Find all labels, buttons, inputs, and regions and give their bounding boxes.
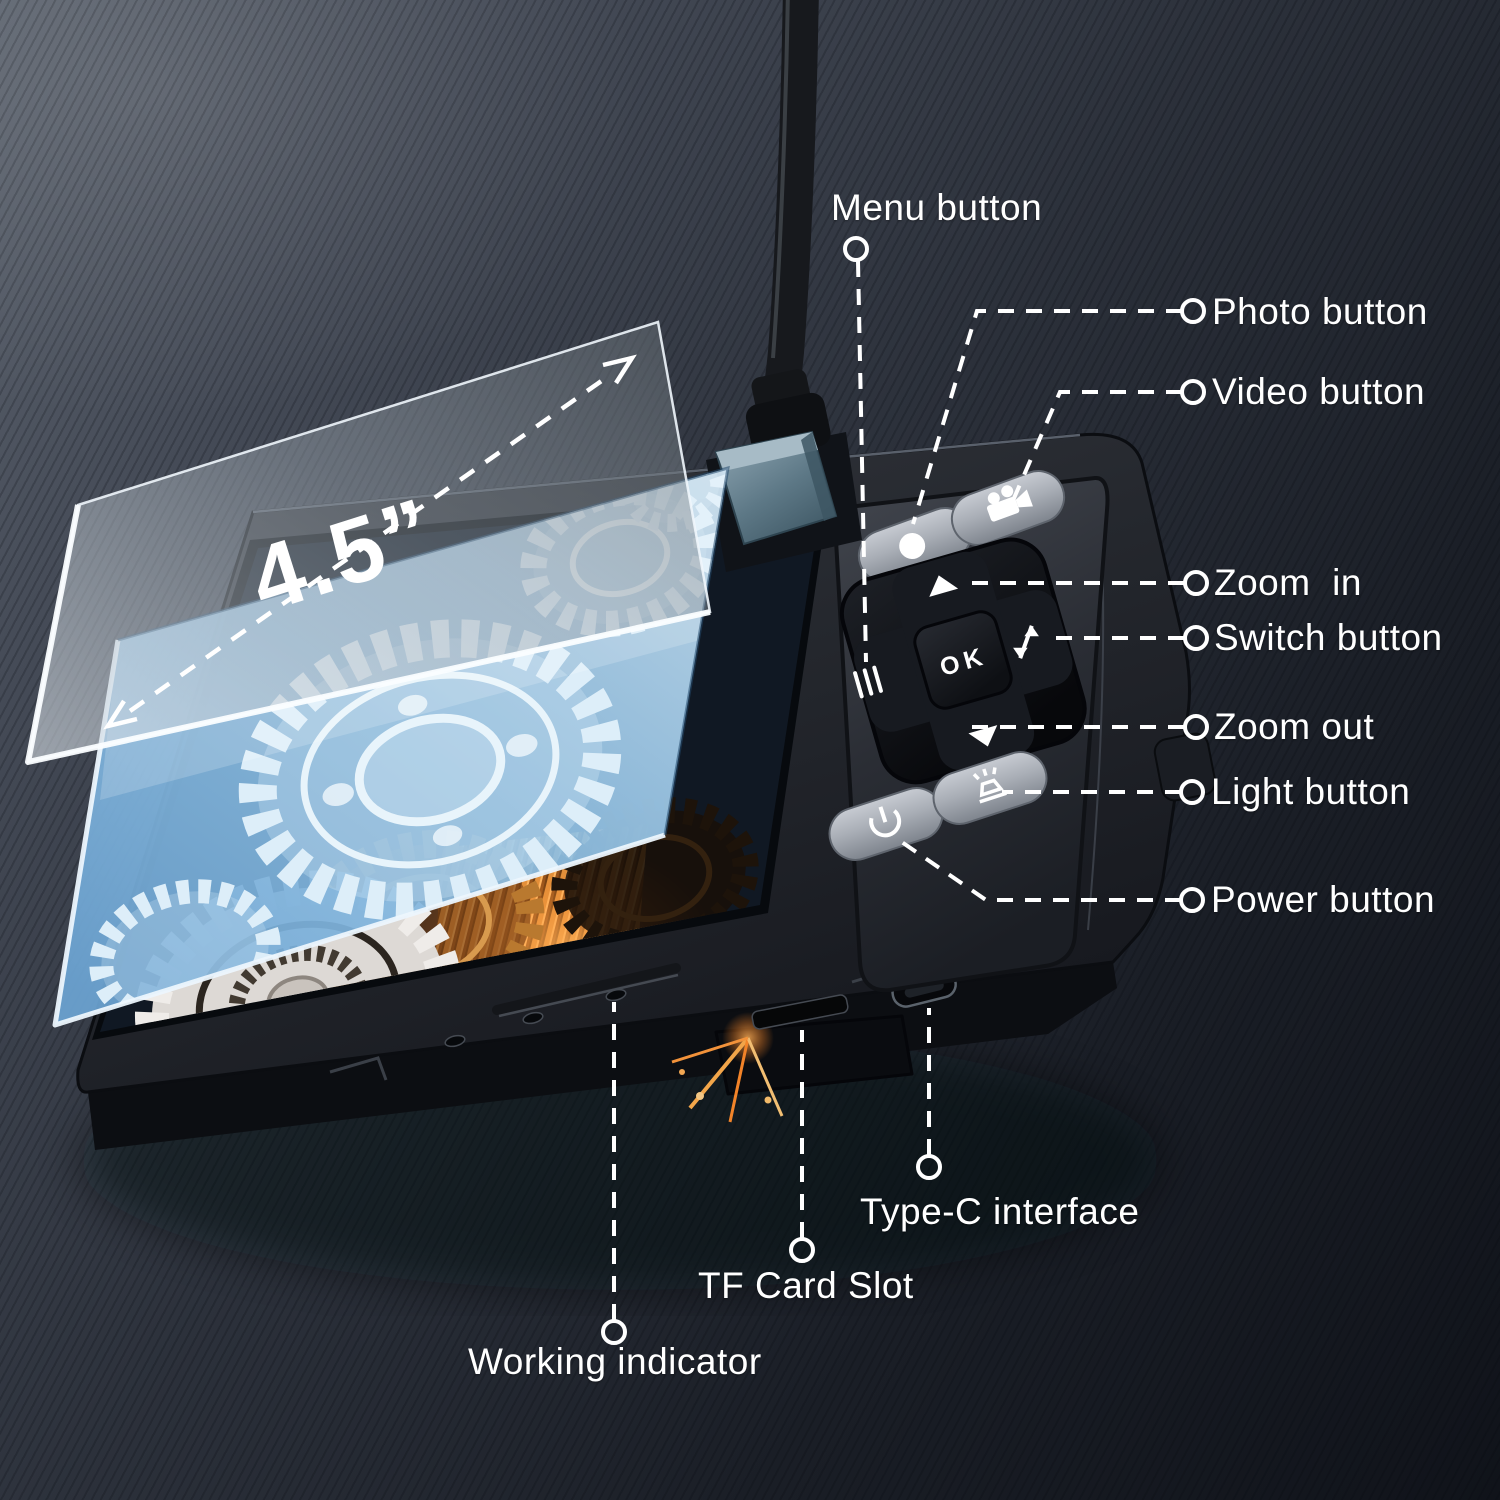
power-icon [869,806,902,838]
photo-leader-line [911,309,1182,525]
label-tf-card-slot: TF Card Slot [698,1265,914,1306]
glass-panel: 4.5” [25,320,712,765]
light-button [932,751,1048,825]
video-leader-line [1006,390,1182,513]
label-video-button: Video button [1212,371,1426,412]
up-arrow-icon [929,575,959,597]
label-zoom-out: Zoom out [1214,706,1375,747]
tf-card-slot [751,994,849,1030]
label-power-button: Power button [1211,879,1436,920]
menu-leader-line [856,260,868,663]
switch-icon [1013,625,1039,659]
label-light-button: Light button [1211,771,1411,812]
device-side-face [88,962,1117,1150]
power-leader-line [891,834,1181,902]
label-working-indicator: Working indicator [468,1341,762,1382]
callout-dots [601,236,1209,1345]
bezel-ridge [492,963,681,1015]
blue-gear-large [238,619,622,921]
down-arrow-icon [968,725,998,747]
light-icon [972,767,1007,804]
label-type-c: Type-C interface [860,1191,1140,1232]
record-dot-icon [899,533,926,560]
video-camera-icon [986,485,1033,522]
ok-button [913,610,1013,710]
bezel-notch-left [329,1056,388,1081]
label-switch-button: Switch button [1214,617,1443,658]
working-indicator-leds [444,988,627,1048]
dpad: OK [839,537,1087,785]
label-photo-button: Photo button [1212,291,1428,332]
menu-lines-icon [853,665,883,699]
label-menu-button: Menu button [831,187,1043,228]
side-tab [1153,732,1217,802]
bezel-ridge-highlight [498,973,679,1018]
label-zoom-in: Zoom in [1214,562,1362,603]
probe-cable-highlight [771,0,790,359]
cable-connector [714,430,838,546]
callout-lines [612,260,1184,1320]
video-button [950,470,1066,546]
diagonal-arrow [103,354,637,730]
